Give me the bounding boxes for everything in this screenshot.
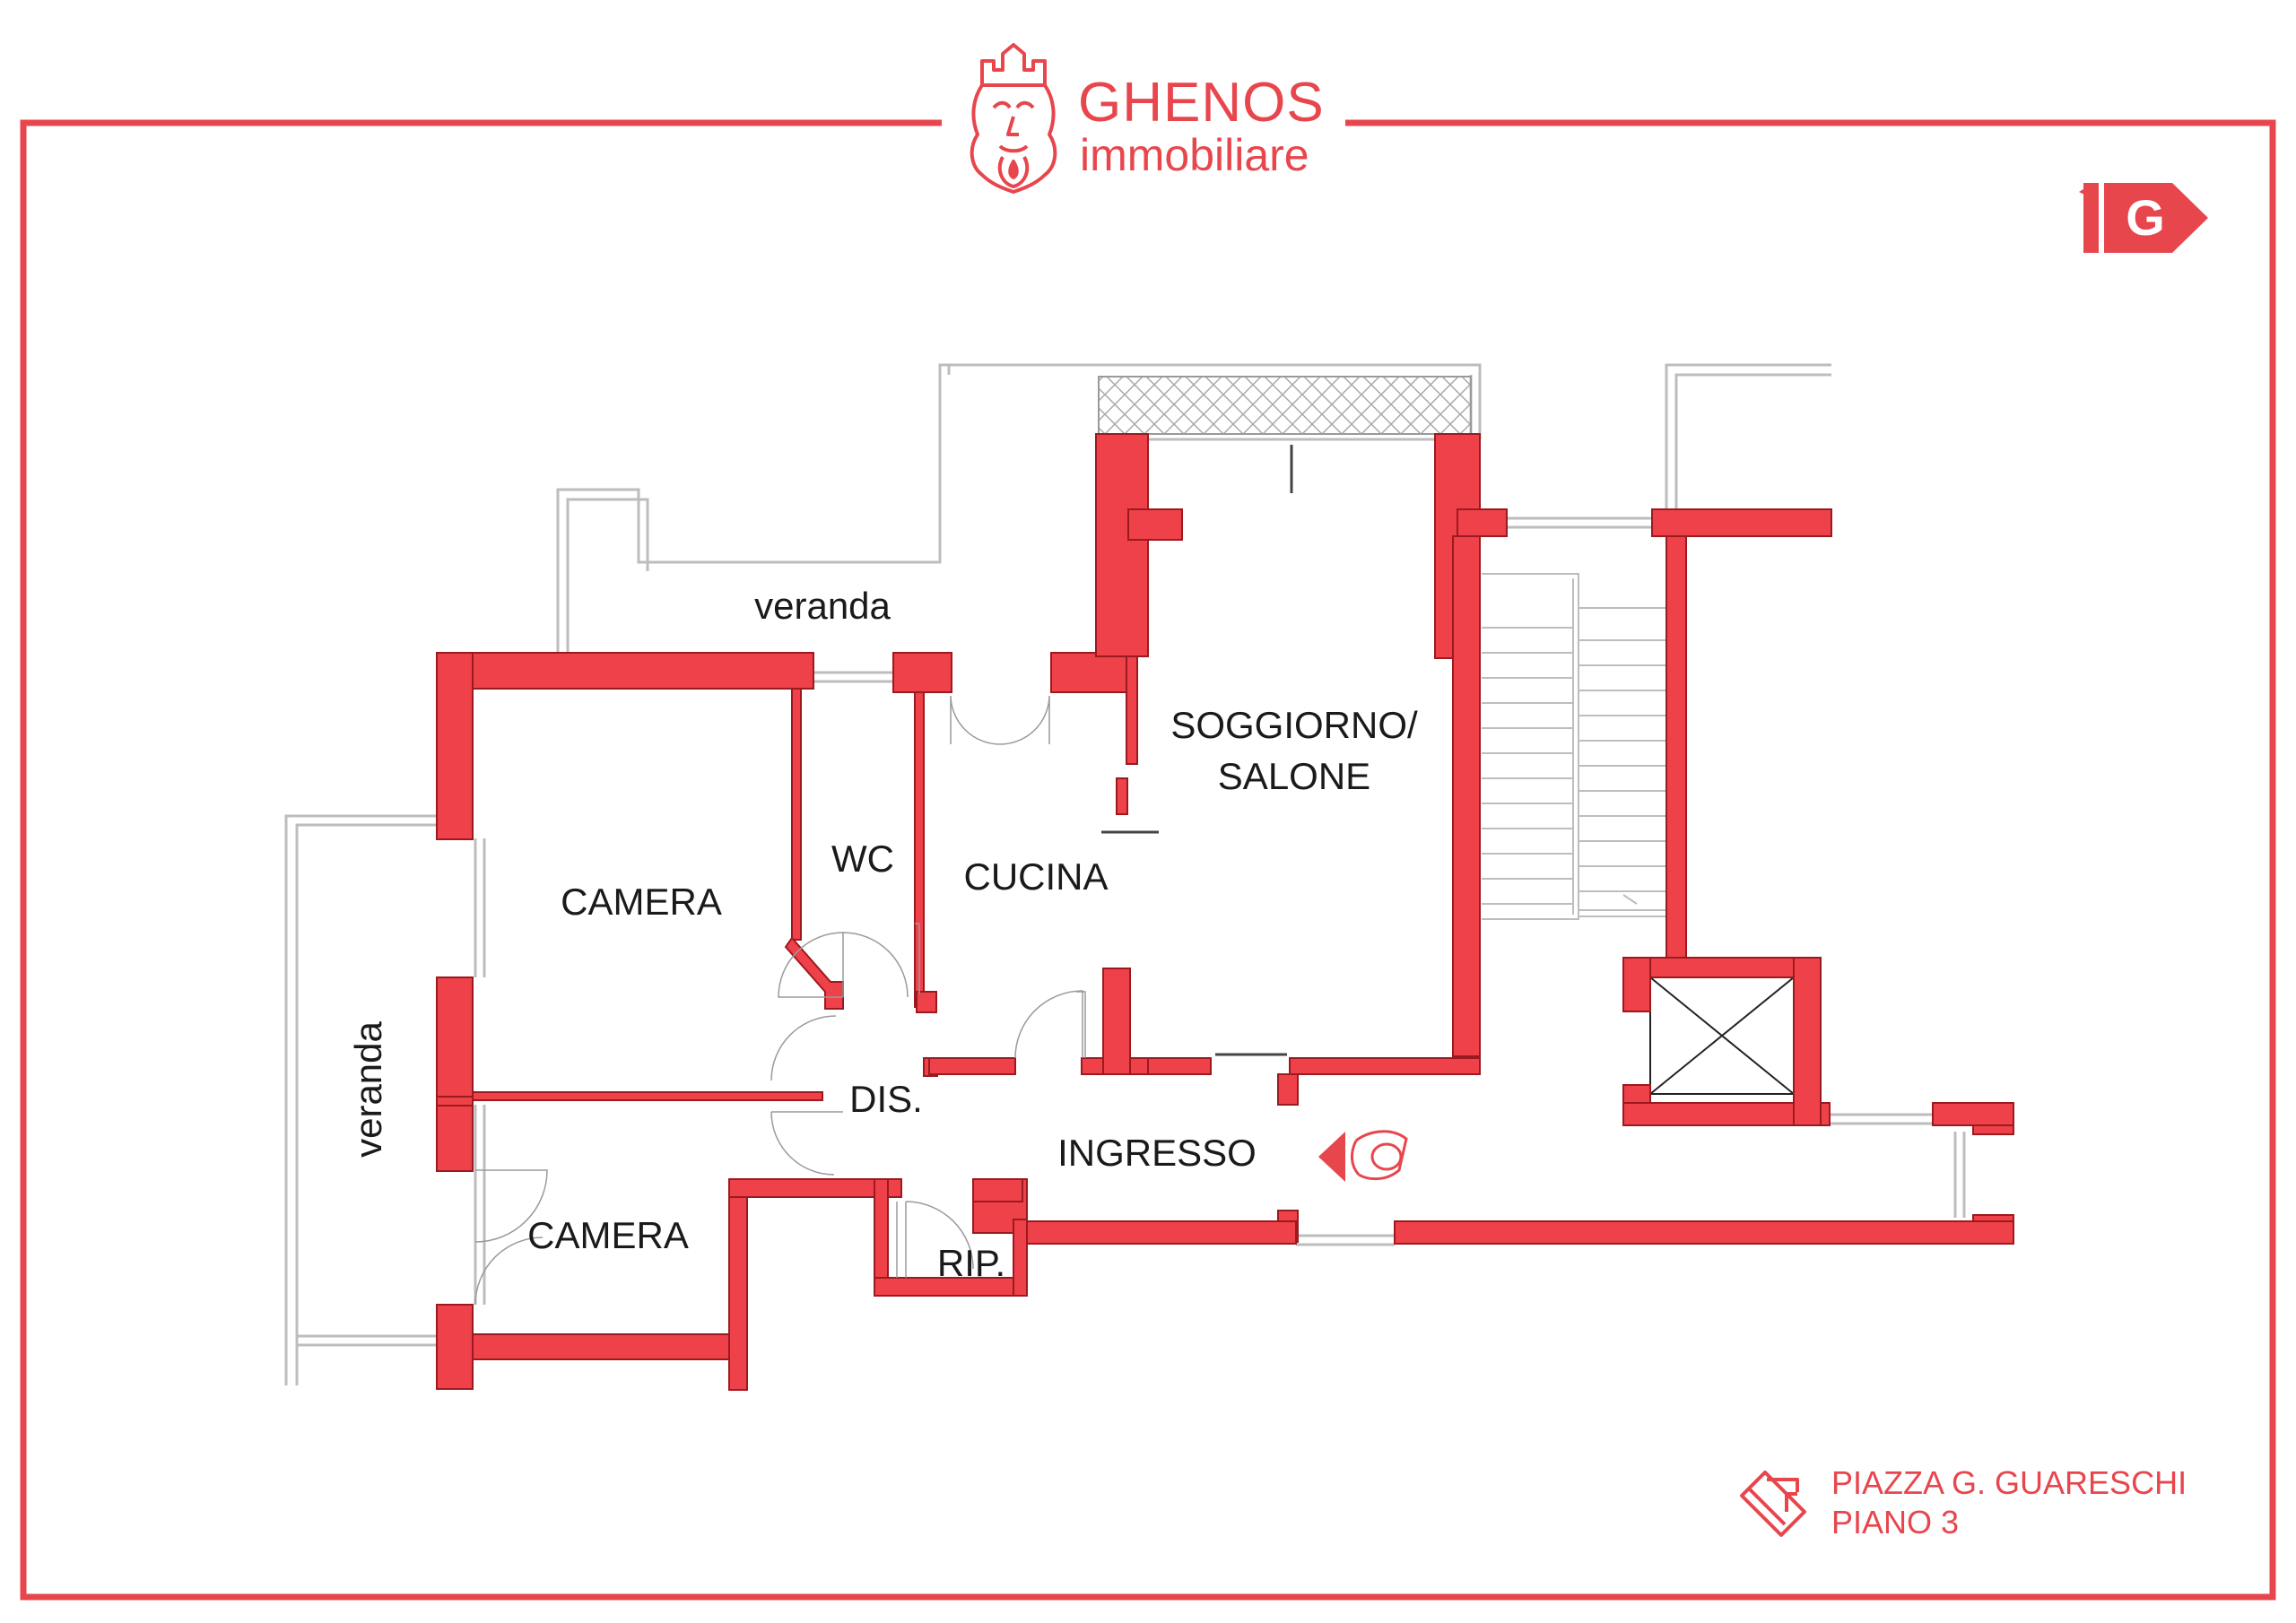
stair-steps xyxy=(1482,627,1666,917)
king-castle-logo-icon xyxy=(970,43,1057,194)
sliding-door xyxy=(1101,445,1293,1056)
label-soggiorno-line1: SOGGIORNO/ xyxy=(1170,704,1418,746)
house-outline-icon xyxy=(1740,1471,1806,1537)
label-soggiorno-line2: SALONE xyxy=(1218,755,1370,797)
label-rip: RIP. xyxy=(937,1242,1005,1284)
terrace-outlines xyxy=(284,363,1966,1385)
address-line1: PIAZZA G. GUARESCHI xyxy=(1831,1464,2187,1501)
label-veranda-left: veranda xyxy=(347,1020,389,1157)
label-ingresso: INGRESSO xyxy=(1057,1132,1257,1174)
walls xyxy=(436,433,2014,1391)
label-camera-top: CAMERA xyxy=(561,881,722,923)
brand-logo: GHENOS immobiliare xyxy=(942,43,1345,194)
label-cucina: CUCINA xyxy=(963,855,1108,898)
entrance-person-arrow-icon xyxy=(1318,1130,1408,1182)
hatched-balcony xyxy=(1098,376,1472,435)
g-arrow-badge-icon: G xyxy=(2079,183,2208,253)
label-dis: DIS. xyxy=(849,1078,923,1120)
brand-name: GHENOS xyxy=(1078,72,1325,134)
address-block: PIAZZA G. GUARESCHI PIANO 3 xyxy=(1740,1464,2187,1541)
label-camera-bottom: CAMERA xyxy=(527,1214,689,1256)
address-line2: PIANO 3 xyxy=(1831,1504,1959,1541)
brand-subtitle: immobiliare xyxy=(1080,130,1309,180)
doors xyxy=(474,695,1086,1306)
page-frame xyxy=(20,119,2276,1601)
badge-letter: G xyxy=(2126,189,2165,246)
label-veranda-top: veranda xyxy=(754,585,891,627)
elevator-shaft xyxy=(1649,976,1795,1095)
staircase xyxy=(1482,573,1666,920)
label-wc: WC xyxy=(831,838,894,880)
